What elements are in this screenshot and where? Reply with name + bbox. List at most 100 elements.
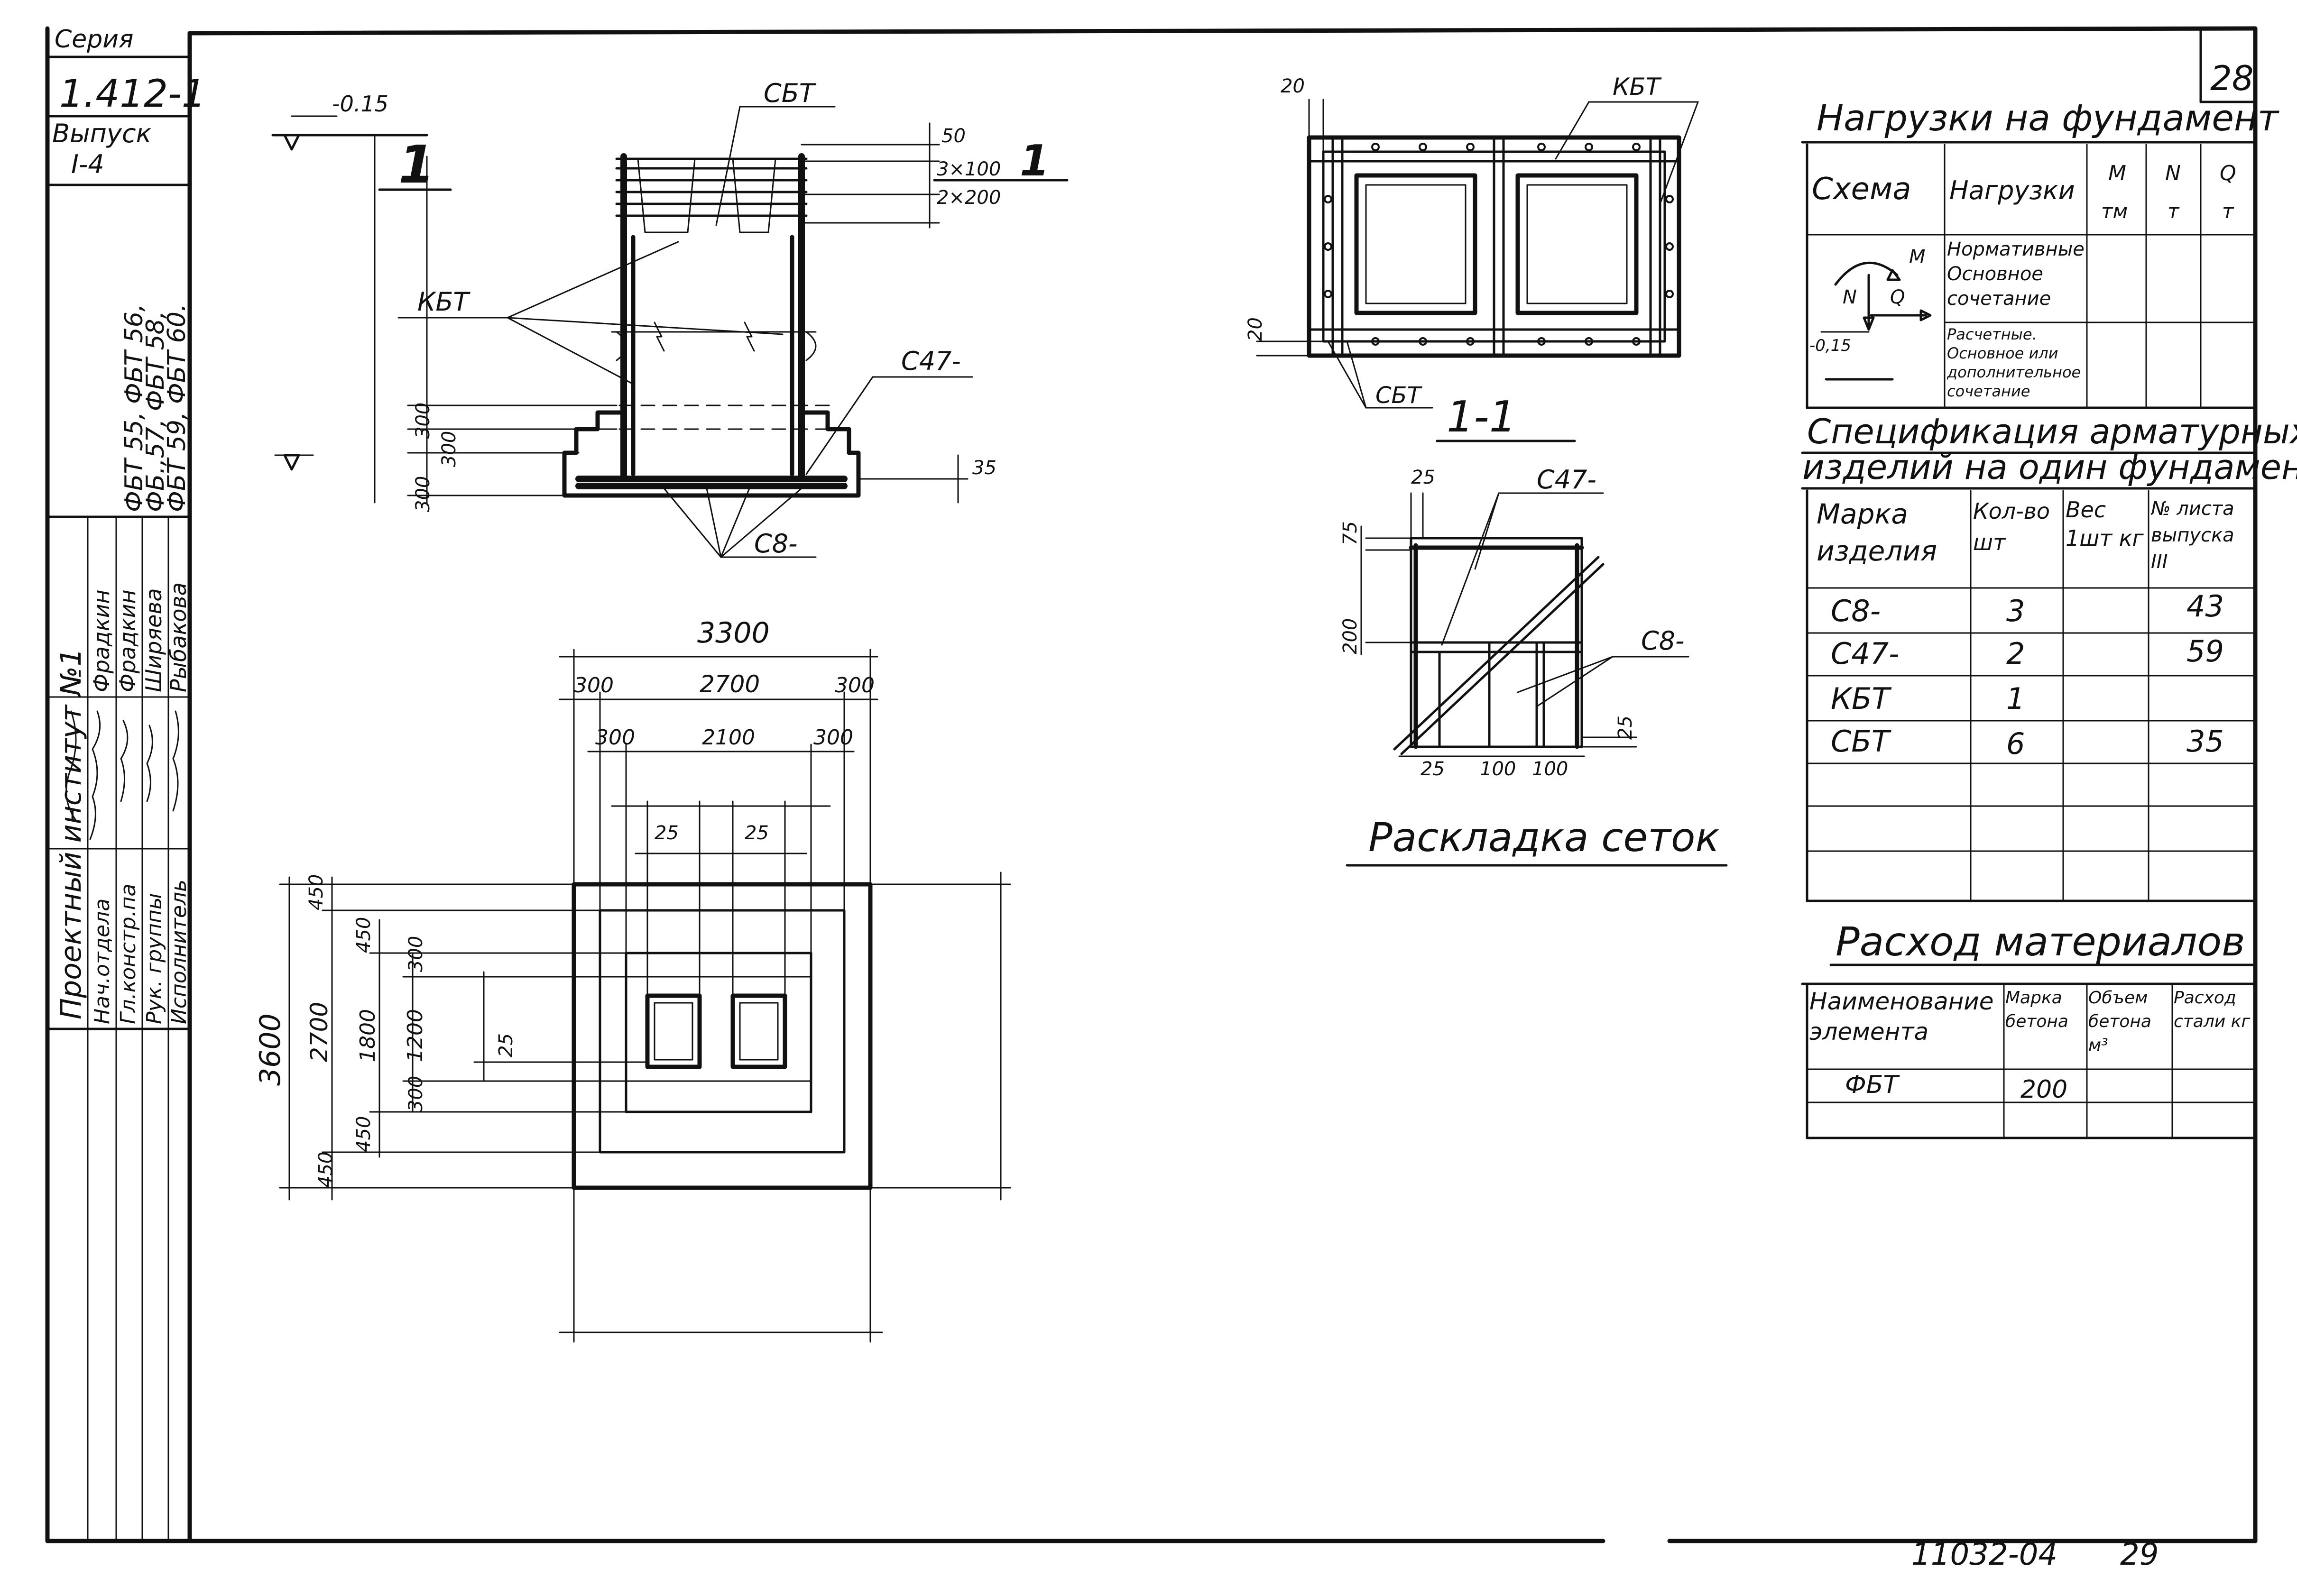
label-c8: С8- — [754, 529, 798, 559]
spec-r4-qty: 6 — [2006, 726, 2025, 761]
s11-dim-1: 25 — [1411, 467, 1435, 488]
title-stamp: Серия 1.412-1 Выпуск I-4 ФБТ 55, ФБТ 56,… — [46, 25, 206, 1542]
load-scheme-icon: M N Q -0,15 — [1809, 246, 1932, 381]
loads-row-1: Нормативные. Основное сочетание — [1947, 238, 2085, 310]
loads-h-m-unit: тм — [2101, 200, 2128, 223]
dim-l-3: 300 — [412, 476, 434, 512]
section-1-1-title: 1-1 — [1447, 392, 1516, 442]
footer: 11032-04 29 — [1911, 1537, 2159, 1572]
spec-title-2: изделий на один фундамент — [1802, 447, 2297, 487]
plan-view: 3300 300 2700 300 300 2100 300 25 25 360… — [254, 616, 1011, 1343]
spec-h-sheet: № листа выпуска III — [2151, 498, 2234, 573]
dim-r-1: 50 — [941, 125, 966, 147]
stamp-role-4: Исполнитель — [167, 880, 191, 1024]
materials-h-steel: Расход стали кг — [2174, 988, 2251, 1031]
loads-title: Нагрузки на фундамент — [1817, 97, 2280, 139]
plan-dim-top-8: 25 — [655, 822, 679, 844]
spec-r1-sheet: 43 — [2186, 589, 2224, 624]
loads-h-scheme: Схема — [1812, 172, 1911, 207]
stamp-name-4: Рыбакова — [166, 582, 191, 692]
loads-h-n-unit: т — [2168, 200, 2180, 223]
plan-dim-left-6: 300 — [405, 936, 427, 972]
top-label-sbt: СБТ — [1375, 382, 1422, 409]
top-dim-2: 20 — [1245, 317, 1266, 341]
issue-label: Выпуск — [52, 119, 152, 148]
s11-dim-7: 100 — [1532, 758, 1568, 780]
plan-dim-left-3: 450 — [353, 917, 375, 953]
top-dim-1: 20 — [1281, 75, 1305, 97]
stamp-institute: Проектный институт №1 — [55, 648, 88, 1019]
materials-table: Расход материалов Наименование элемента … — [1801, 918, 2257, 1139]
materials-h-grade: Марка бетона — [2005, 988, 2068, 1031]
spec-h-mark: Марка изделия — [1817, 498, 1937, 567]
label-sbt: СБТ — [764, 78, 817, 108]
spec-row: СБТ 6 35 — [1831, 724, 2224, 761]
plan-dim-left-10: 450 — [353, 1116, 375, 1152]
plan-dim-left-1: 3600 — [254, 1013, 287, 1086]
dim-l-1: 300 — [412, 403, 434, 439]
signatures — [65, 710, 179, 840]
spec-r4-mark: СБТ — [1831, 724, 1891, 759]
label-kbt: КБТ — [417, 287, 470, 317]
plan-dim-left-9: 25 — [495, 1033, 517, 1057]
materials-h-volume: Объем бетона м³ — [2088, 988, 2151, 1055]
materials-r1-grade: 200 — [2020, 1075, 2067, 1104]
scheme-level: -0,15 — [1809, 336, 1851, 355]
plan-dim-top-4: 300 — [835, 673, 875, 697]
spec-h-weight: Вес 1шт кг — [2066, 497, 2144, 551]
stamp-mark-1: ФБТ 55, ФБТ 56, — [120, 304, 148, 512]
spec-r3-qty: 1 — [2006, 681, 2025, 716]
issue-value: I-4 — [71, 149, 104, 179]
stamp-mark-3: ФБТ 59, ФБТ 60. — [163, 304, 191, 512]
plan-dim-left-8: 300 — [405, 1076, 427, 1112]
plan-dim-top-7: 300 — [813, 725, 853, 750]
section-mark-left: 1 — [398, 134, 435, 195]
level-mark: -0.15 — [332, 91, 388, 117]
s11-dim-5: 25 — [1421, 758, 1445, 780]
s11-dim-6: 100 — [1480, 758, 1516, 780]
series-value: 1.412-1 — [59, 72, 206, 116]
loads-table: Нагрузки на фундамент Схема Нагрузки M т… — [1801, 97, 2280, 409]
plan-dim-top-5: 300 — [595, 725, 635, 750]
stamp-name-3: Ширяева — [141, 588, 166, 692]
loads-h-n: N — [2165, 161, 2181, 185]
s11-label-c8: С8- — [1641, 626, 1685, 656]
spec-table: Спецификация арматурных изделий на один … — [1801, 412, 2297, 902]
plan-dim-left-7: 1200 — [403, 1009, 427, 1062]
spec-r1-mark: С8- — [1831, 594, 1881, 628]
plan-dim-top-3: 2700 — [700, 670, 760, 698]
spec-r2-mark: С47- — [1831, 636, 1900, 671]
plan-dim-top-9: 25 — [745, 822, 769, 844]
loads-h-q-unit: т — [2222, 200, 2234, 223]
stamp-mark-2: ФБ.,57, ФБТ 58, — [141, 311, 170, 512]
plan-dim-top-2: 300 — [574, 673, 614, 697]
spec-row: С8- 3 43 — [1831, 589, 2224, 628]
spec-r1-qty: 3 — [2006, 594, 2025, 628]
series-label: Серия — [55, 25, 133, 54]
label-c47: С47- — [901, 346, 961, 376]
loads-h-q: Q — [2220, 161, 2236, 185]
dim-r-4: 35 — [972, 457, 996, 479]
spec-row: С47- 2 59 — [1831, 634, 2224, 671]
spec-r3-mark: КБТ — [1831, 681, 1892, 716]
sheet-frame: 28 — [45, 26, 2258, 1543]
loads-row-2: Расчетные. Основное или дополнительное с… — [1947, 325, 2081, 400]
plan-dim-left-4: 2700 — [305, 1002, 333, 1062]
section-1-1: 1-1 25 75 200 25 25 100 100 С47- — [1339, 392, 1728, 867]
spec-r4-sheet: 35 — [2186, 724, 2224, 759]
plan-dim-top-6: 2100 — [702, 725, 755, 750]
plan-dim-top-1: 3300 — [697, 616, 770, 650]
plan-dim-left-2: 450 — [305, 874, 327, 910]
spec-h-qty: Кол-во шт — [1973, 498, 2050, 555]
stamp-role-1: Нач.отдела — [90, 899, 114, 1024]
materials-h-name: Наименование элемента — [1809, 988, 1994, 1046]
s11-label-c47: С47- — [1537, 465, 1596, 495]
s11-dim-4: 25 — [1614, 715, 1636, 740]
stamp-role-3: Рук. группы — [142, 893, 166, 1024]
s11-dim-2: 75 — [1339, 521, 1361, 545]
section-mark-right: 1 — [1020, 136, 1050, 186]
scheme-q: Q — [1890, 286, 1905, 308]
materials-r1-name: ФБТ — [1845, 1071, 1900, 1099]
plan-dim-left-5: 1800 — [356, 1009, 380, 1062]
spec-title-1: Спецификация арматурных — [1807, 412, 2297, 451]
